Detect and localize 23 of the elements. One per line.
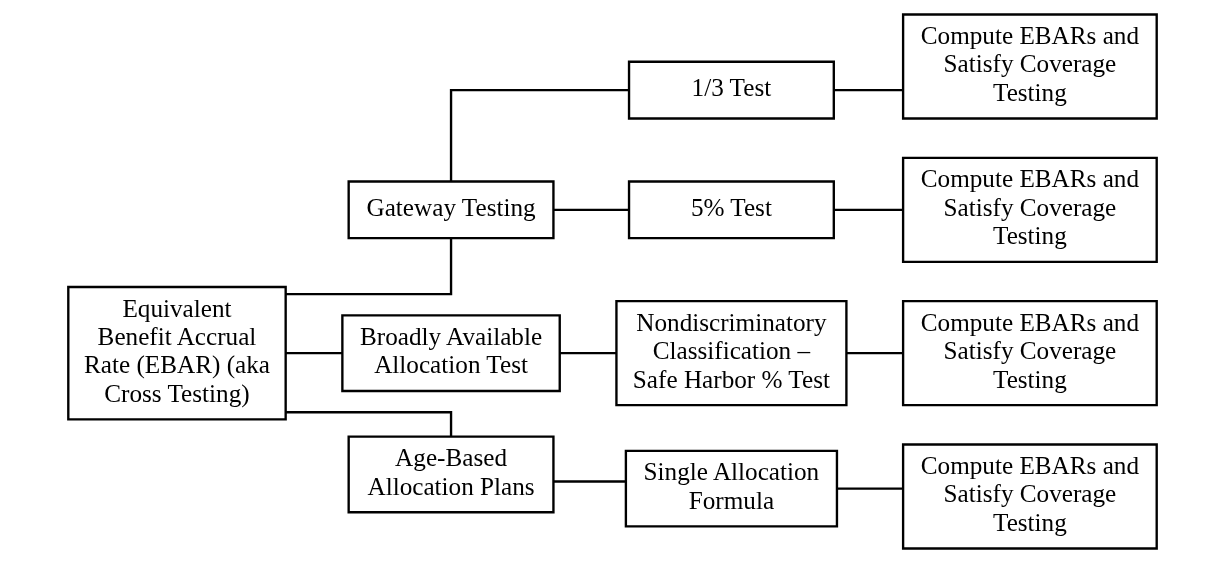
node-box: 1/3 Test: [627, 60, 835, 120]
connector: [834, 208, 903, 211]
connector: [846, 352, 903, 355]
node-box: Gateway Testing: [347, 180, 555, 240]
node-box: Age-Based Allocation Plans: [347, 435, 555, 514]
connector: [449, 88, 629, 182]
node-box: Compute EBARs and Satisfy Coverage Testing: [901, 443, 1158, 550]
connector: [837, 487, 903, 490]
node-box: Compute EBARs and Satisfy Coverage Testing: [901, 300, 1158, 407]
connector: [553, 208, 629, 211]
connector: [834, 88, 903, 92]
node-box: 5% Test: [627, 180, 835, 240]
node-box: Single Allocation Formula: [624, 449, 839, 528]
connector: [553, 480, 626, 483]
node-box: Compute EBARs and Satisfy Coverage Testing: [901, 156, 1158, 263]
node-box: Equivalent Benefit Accrual Rate (EBAR) (aka Cross Testing): [67, 285, 287, 421]
node-box: Compute EBARs and Satisfy Coverage Testing: [901, 13, 1158, 120]
connector: [285, 411, 453, 437]
connector: [285, 238, 453, 296]
connector: [285, 352, 342, 355]
node-box: Nondiscriminatory Classification – Safe Harbor % Test: [615, 300, 848, 407]
connector: [559, 352, 617, 355]
node-box: Broadly Available Allocation Test: [341, 314, 561, 393]
